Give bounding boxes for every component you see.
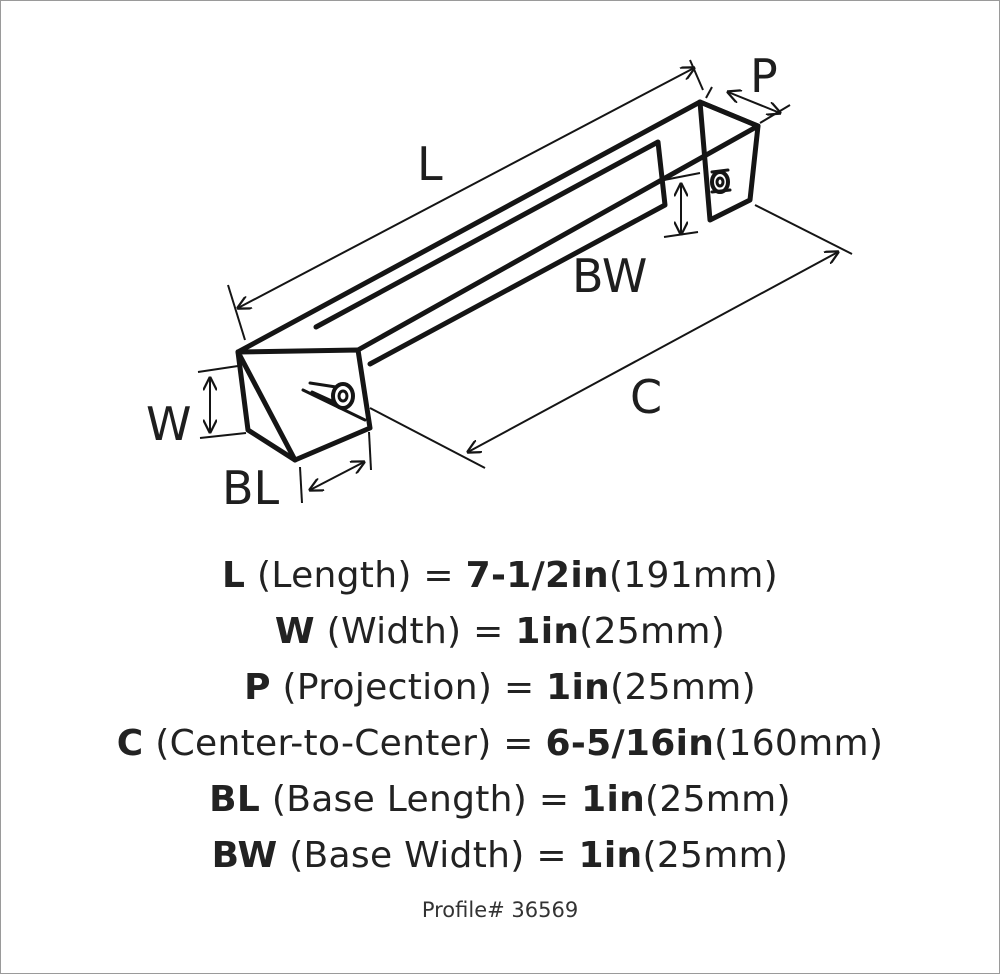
spec-key: P [244, 667, 271, 708]
spec-row-center: C (Center-to-Center) = 6-5/16in(160mm) [0, 716, 1000, 772]
spec-key: W [274, 611, 315, 652]
spec-metric: (25mm) [610, 667, 756, 708]
spec-name: (Center-to-Center) = [155, 723, 534, 764]
right-foot [697, 99, 761, 223]
spec-key: BW [211, 835, 278, 876]
spec-imperial: 1in [578, 835, 643, 876]
label-base-width: BW [572, 249, 647, 303]
left-foot-front-face [235, 347, 373, 463]
spec-key: BL [209, 779, 261, 820]
spec-imperial: 1in [515, 611, 580, 652]
spec-imperial: 7-1/2in [465, 555, 609, 596]
spec-name: (Projection) = [282, 667, 535, 708]
left-foot-side [235, 349, 298, 463]
label-length: L [417, 137, 443, 191]
label-center: C [630, 370, 662, 424]
spec-imperial: 6-5/16in [545, 723, 715, 764]
dim-line-length [238, 68, 694, 308]
handle-drawing [235, 99, 761, 463]
left-screw-hole [308, 381, 355, 410]
spec-imperial: 1in [581, 779, 646, 820]
spec-row-length: L (Length) = 7-1/2in(191mm) [0, 548, 1000, 604]
spec-row-base-length: BL (Base Length) = 1in(25mm) [0, 772, 1000, 828]
spec-metric: (25mm) [645, 779, 791, 820]
profile-number: Profile# 36569 [421, 898, 579, 922]
spec-row-base-width: BW (Base Width) = 1in(25mm) [0, 828, 1000, 884]
label-base-length: BL [222, 461, 280, 515]
spec-row-projection: P (Projection) = 1in(25mm) [0, 660, 1000, 716]
spec-list: L (Length) = 7-1/2in(191mm) W (Width) = … [0, 548, 1000, 884]
spec-name: (Length) = [257, 555, 454, 596]
dimension-lines [197, 59, 853, 504]
spec-name: (Base Width) = [289, 835, 567, 876]
right-screw-hole [710, 168, 732, 194]
spec-name: (Width) = [326, 611, 504, 652]
spec-key: L [222, 555, 246, 596]
spec-metric: (25mm) [579, 611, 726, 652]
dim-line-base-length [310, 462, 364, 490]
spec-imperial: 1in [546, 667, 611, 708]
label-projection: P [750, 49, 778, 103]
label-width: W [146, 397, 191, 451]
dim-line-projection [728, 92, 780, 113]
spec-key: C [116, 723, 144, 764]
spec-name: (Base Length) = [271, 779, 570, 820]
pull-handle-diagram: L P BW C W BL [146, 49, 853, 515]
spec-metric: (160mm) [714, 723, 884, 764]
spec-row-width: W (Width) = 1in(25mm) [0, 604, 1000, 660]
dim-line-center [468, 252, 838, 452]
spec-metric: (25mm) [642, 835, 789, 876]
spec-metric: (191mm) [608, 555, 778, 596]
